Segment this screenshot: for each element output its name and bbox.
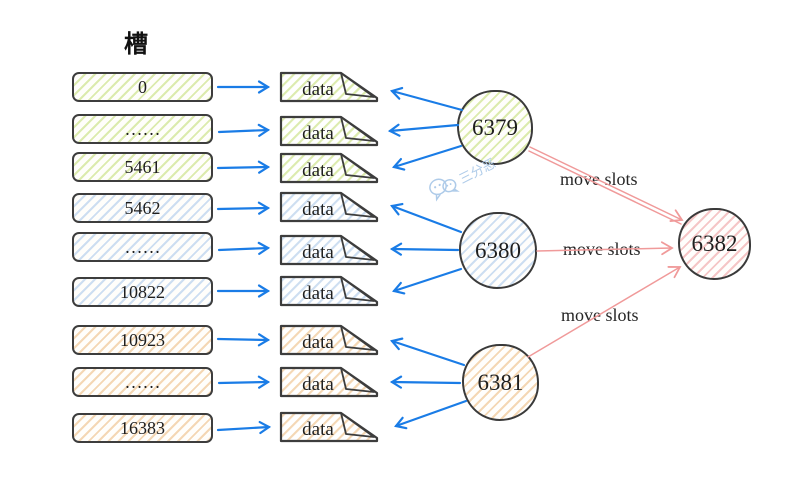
arrow-slot1-to-data2 (217, 123, 271, 137)
data-doc-6: data (279, 275, 379, 307)
data-doc-label: data (302, 374, 334, 395)
data-doc-7: data (279, 324, 379, 356)
arrow-slot4-to-data5 (217, 241, 271, 255)
data-doc-label: data (302, 242, 334, 263)
slot-label: …… (124, 236, 161, 257)
move-slots-label-3: move slots (561, 305, 639, 325)
data-doc-2: data (279, 115, 379, 147)
data-doc-label: data (302, 123, 334, 144)
node-6382: 6382 (678, 208, 751, 280)
slot-box-ellipsis-2: …… (72, 232, 213, 262)
slot-box-16383: 16383 (72, 413, 213, 443)
watermark-text: 三分恶 (456, 155, 498, 187)
slot-box-5462: 5462 (72, 193, 213, 223)
watermark: 三分恶 (424, 150, 500, 205)
arrow-6381-to-data7 (389, 337, 466, 367)
data-doc-label: data (302, 419, 334, 440)
arrow-6380-to-data4 (390, 202, 463, 234)
slots-column-title: 槽 (124, 32, 148, 58)
arrow-slot7-to-data8 (217, 375, 271, 389)
slot-label: 5462 (124, 197, 161, 218)
slot-box-5461: 5461 (72, 152, 213, 182)
slot-box-ellipsis-1: …… (72, 114, 213, 144)
slot-label: …… (124, 118, 161, 139)
node-label: 6381 (477, 369, 524, 395)
slot-label: 10923 (120, 329, 165, 350)
slot-box-ellipsis-3: …… (72, 367, 213, 397)
slot-label: …… (124, 371, 161, 392)
arrow-6381-to-data9 (394, 399, 468, 430)
slot-label: 16383 (120, 417, 165, 438)
arrow-6381-to-data8 (389, 375, 462, 389)
data-doc-label: data (302, 160, 334, 181)
arrow-6380-to-data5 (389, 242, 460, 256)
arrow-6379-to-data1 (389, 86, 464, 112)
data-doc-8: data (279, 366, 379, 398)
data-doc-label: data (302, 283, 334, 304)
slot-label: 5461 (124, 156, 161, 177)
slot-box-10923: 10923 (72, 325, 213, 355)
arrow-slot3-to-data4 (216, 201, 271, 215)
node-label: 6379 (472, 114, 518, 140)
node-label: 6382 (691, 231, 738, 256)
arrow-slot6-to-data7 (216, 333, 271, 347)
data-doc-5: data (279, 234, 379, 266)
slot-box-10822: 10822 (72, 277, 213, 307)
node-6380: 6380 (459, 212, 537, 289)
move-slots-label-2: move slots (563, 239, 641, 259)
arrow-6379-to-data2 (387, 123, 460, 137)
arrow-slot2-to-data3 (216, 160, 271, 174)
data-doc-label: data (302, 199, 334, 220)
node-6379: 6379 (457, 90, 533, 165)
slot-label: 0 (138, 76, 147, 97)
data-doc-label: data (302, 79, 334, 100)
data-doc-1: data (279, 71, 379, 103)
arrow-6379-to-data3 (391, 144, 463, 171)
slot-label: 10822 (120, 281, 165, 302)
slot-box-0: 0 (72, 72, 213, 102)
wechat-icon (429, 178, 460, 202)
node-label: 6380 (475, 237, 521, 263)
arrow-6380-to-data6 (391, 267, 463, 295)
node-6381: 6381 (462, 344, 539, 421)
arrow-slot8-to-data9 (216, 420, 272, 435)
data-doc-3: data (279, 152, 379, 184)
move-slots-label-1: move slots (560, 169, 638, 189)
data-doc-label: data (302, 332, 334, 353)
data-doc-4: data (279, 191, 379, 223)
data-doc-9: data (279, 411, 379, 443)
